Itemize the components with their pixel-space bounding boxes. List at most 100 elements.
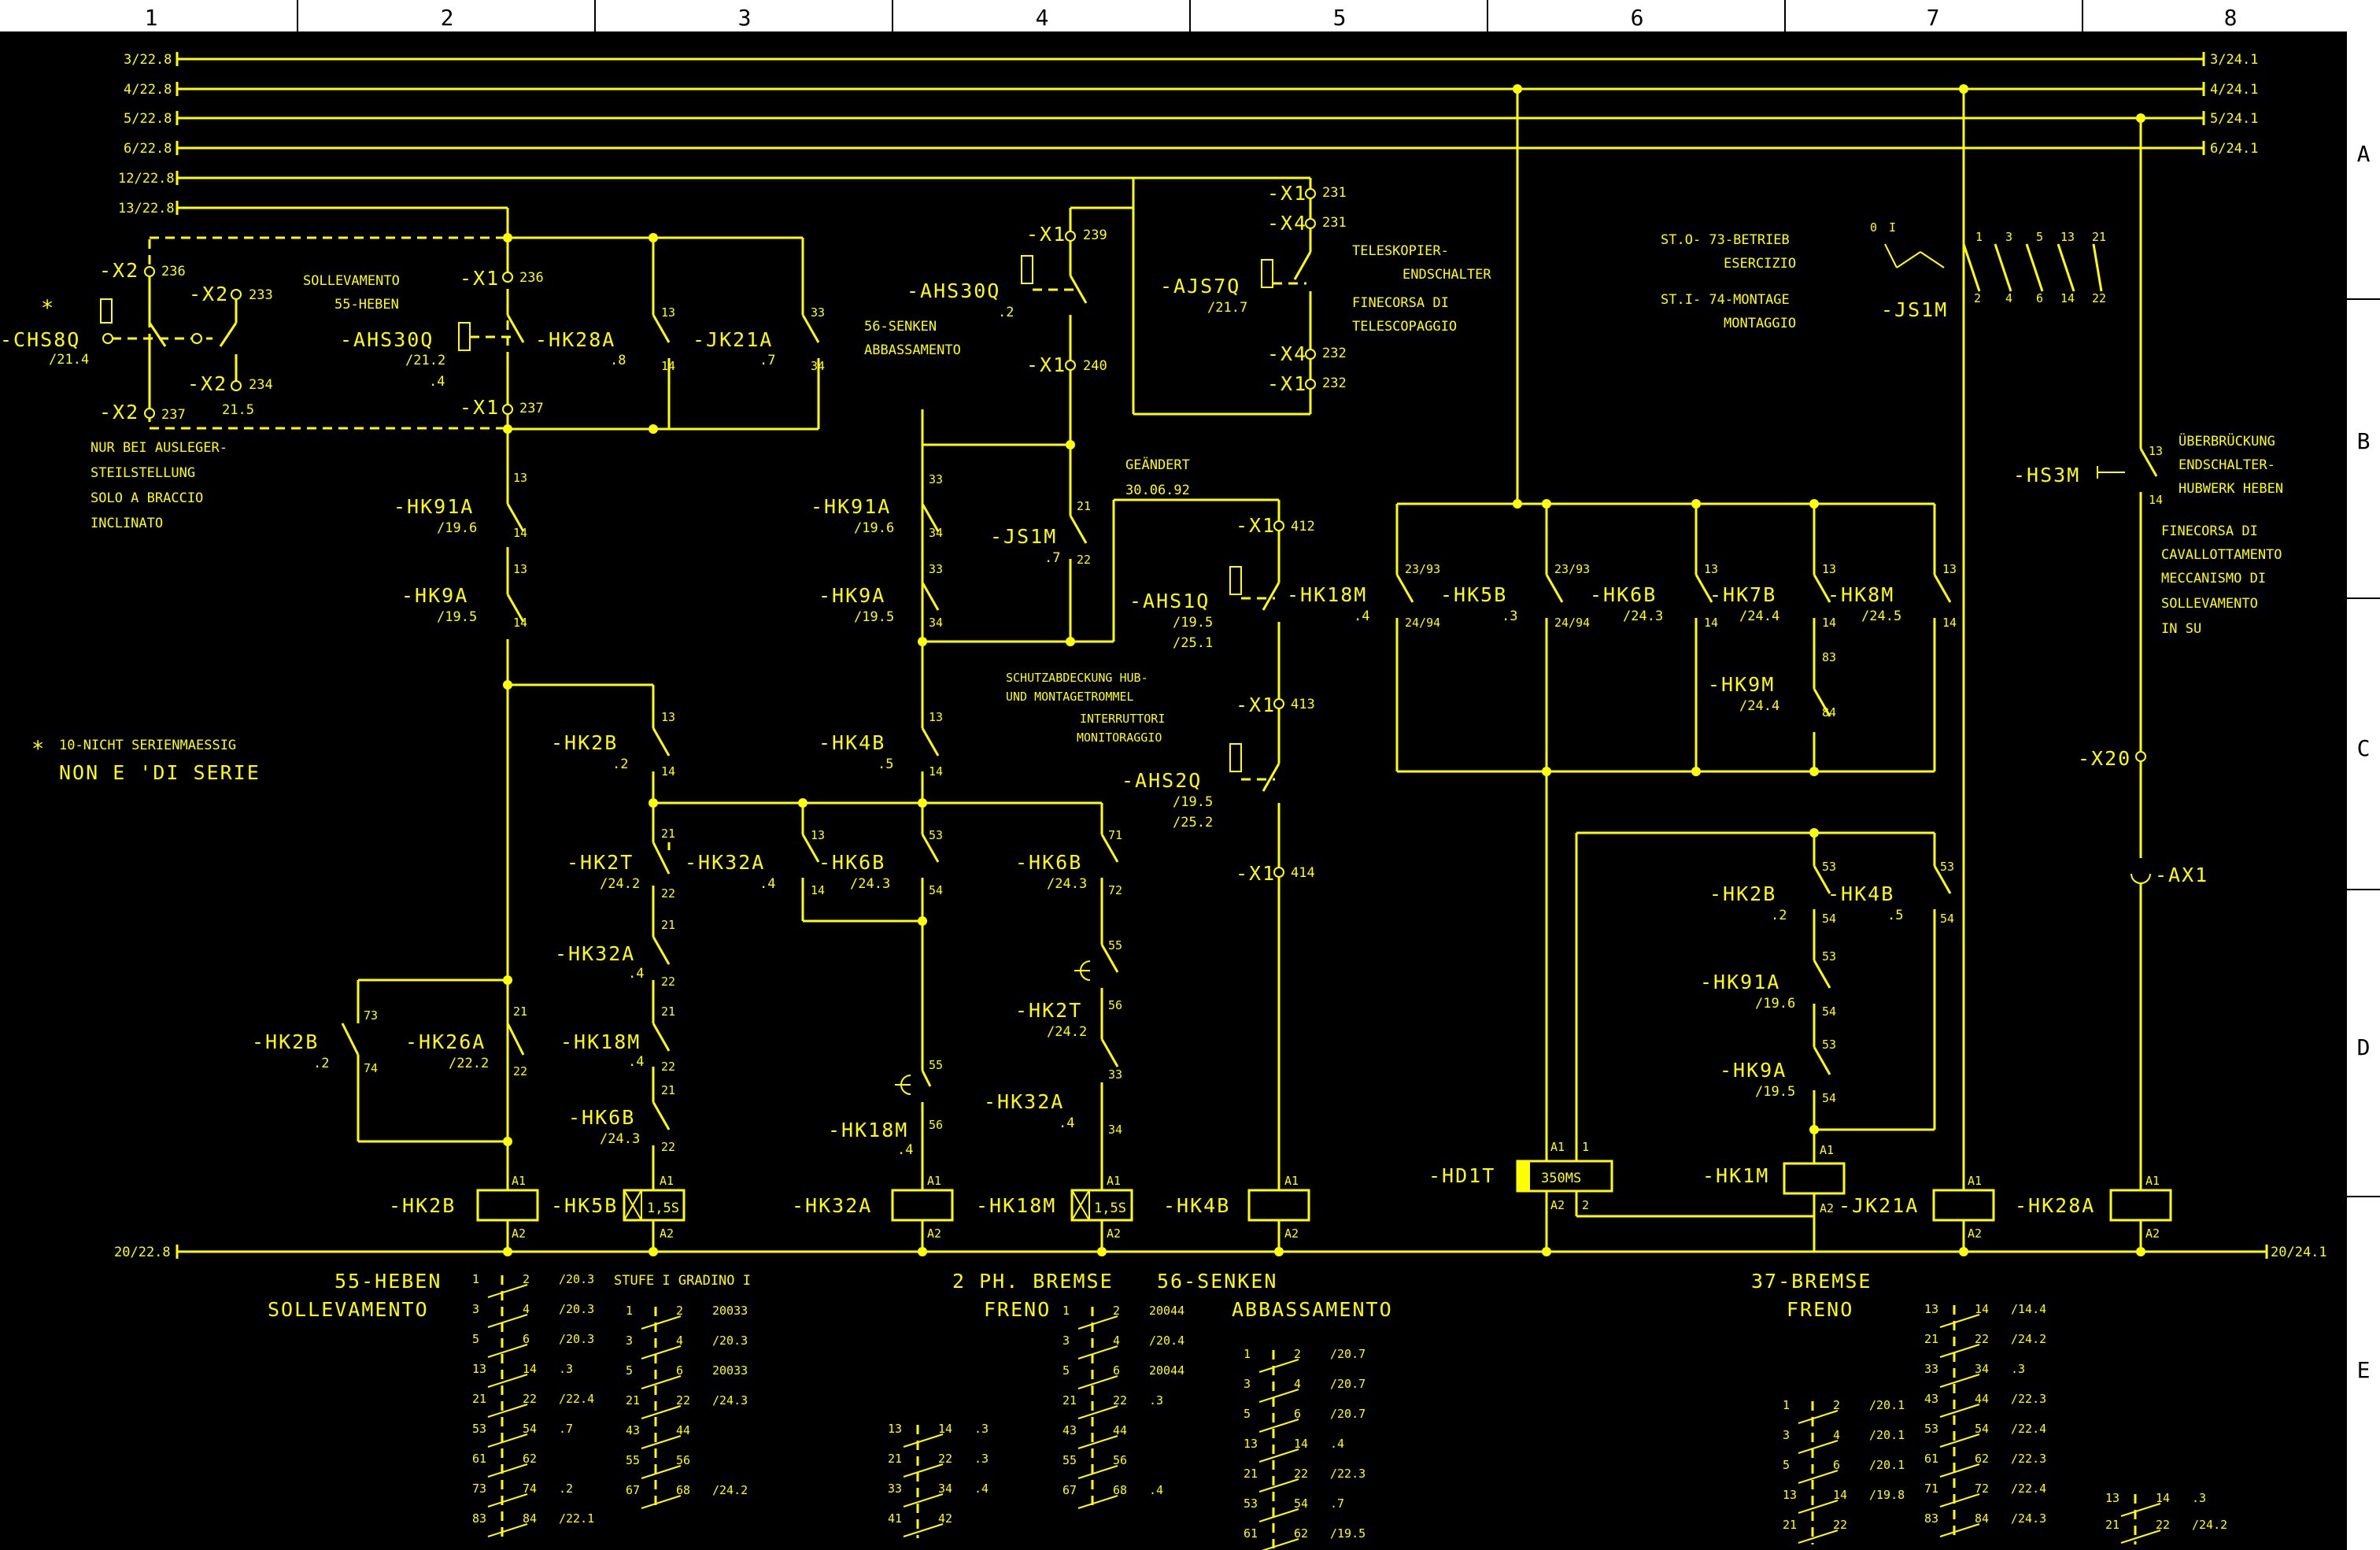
xref-reference: .3 — [2011, 1362, 2025, 1376]
contact-symbol — [1258, 1419, 1299, 1433]
svg-text:236: 236 — [519, 270, 544, 286]
note-line: FINECORSA DI — [2161, 523, 2258, 539]
svg-text:24/94: 24/94 — [1554, 616, 1590, 630]
component-label: -HK91A — [1700, 971, 1780, 993]
chs8q-block — [100, 236, 509, 430]
xref-terminal: 22 — [2156, 1518, 2170, 1532]
svg-text:A1: A1 — [1968, 1174, 1982, 1188]
svg-text:I: I — [1889, 220, 1896, 235]
contact-symbol — [641, 1465, 682, 1479]
xref-terminal: 22 — [1113, 1393, 1127, 1408]
column-number: 8 — [2224, 5, 2238, 31]
xref-terminal: 3 — [1783, 1428, 1790, 1442]
xref-terminal: 62 — [523, 1452, 537, 1466]
xref-terminal: 1 — [626, 1304, 633, 1318]
note-line: INCLINATO — [91, 516, 163, 531]
xref-terminal: 43 — [1924, 1392, 1938, 1406]
component-ref: /21.7 — [1207, 300, 1247, 316]
svg-text:24/94: 24/94 — [1405, 616, 1440, 630]
xref-reference: /22.1 — [559, 1511, 594, 1526]
xref-terminal: 33 — [1924, 1362, 1938, 1376]
column-number: 6 — [1631, 5, 1644, 31]
component-ref: /21.2 — [405, 353, 445, 368]
svg-text:14: 14 — [1822, 616, 1836, 630]
note-line: SOLLEVAMENTO — [303, 273, 400, 289]
caption-line: STUFE I GRADINO I — [614, 1273, 751, 1289]
xref-terminal: 13 — [1924, 1302, 1938, 1316]
xref-reference: /24.2 — [2192, 1518, 2227, 1532]
svg-text:21: 21 — [2092, 230, 2106, 244]
svg-text:22: 22 — [661, 1060, 675, 1074]
col8-chain — [2097, 113, 2158, 1189]
caption-line: ABBASSAMENTO — [1232, 1298, 1393, 1321]
xref-terminal: 4 — [523, 1302, 530, 1316]
terminal-label: -X2 — [99, 401, 139, 424]
svg-text:2: 2 — [1974, 291, 1981, 305]
rail-label: 12/22.8 — [118, 171, 175, 187]
component-label: -HK18M — [1287, 583, 1367, 606]
component-label: -HK26A — [405, 1030, 486, 1053]
contact-symbol — [641, 1435, 682, 1449]
terminal-label: -X1 — [1026, 223, 1066, 246]
svg-text:3: 3 — [2005, 230, 2012, 244]
component-ref: .7 — [1044, 550, 1060, 566]
rail-label: 20/24.1 — [2271, 1245, 2327, 1260]
svg-text:22: 22 — [1077, 553, 1091, 567]
column-number: 2 — [441, 5, 454, 31]
xref-reference: /20.1 — [1869, 1428, 1905, 1442]
note-line: 56-SENKEN — [864, 319, 937, 335]
terminal-label: -X1 — [1236, 694, 1276, 716]
xref-terminal: 14 — [1294, 1437, 1308, 1451]
component-label: -HK6B — [819, 851, 885, 874]
terminal-label: -X1 — [1236, 862, 1276, 885]
component-label: -AHS1Q — [1129, 590, 1210, 612]
svg-text:55: 55 — [929, 1058, 943, 1072]
note-line: SCHUTZABDECKUNG HUB- — [1006, 671, 1148, 685]
contact-symbol — [641, 1405, 682, 1419]
note-line: 10-NICHT SERIENMAESSIG — [59, 738, 236, 753]
xref-terminal: 21 — [1783, 1518, 1797, 1532]
component-label: -AHS30Q — [340, 328, 434, 351]
contact-symbol — [487, 1314, 528, 1328]
xref-terminal: 54 — [1975, 1422, 1989, 1436]
contact-symbol — [1939, 1314, 1980, 1328]
svg-text:233: 233 — [249, 287, 273, 303]
svg-text:413: 413 — [1291, 697, 1315, 712]
svg-text:22: 22 — [661, 1140, 675, 1154]
svg-text:14: 14 — [811, 883, 825, 897]
xref-terminal: 71 — [1924, 1482, 1938, 1496]
svg-text:53: 53 — [1822, 1038, 1836, 1052]
row-letter: D — [2357, 1034, 2371, 1060]
xref-reference: /20.3 — [559, 1332, 594, 1346]
xref-reference: /14.4 — [2011, 1302, 2046, 1316]
component-label: -AX1 — [2155, 864, 2208, 886]
svg-text:236: 236 — [161, 264, 186, 279]
note-line: SOLO A BRACCIO — [91, 490, 203, 506]
svg-text:1: 1 — [1975, 230, 1983, 244]
xref-terminal: 6 — [676, 1363, 683, 1378]
svg-text:33: 33 — [811, 305, 825, 320]
component-ref: /24.2 — [600, 876, 640, 892]
xref-terminal: 73 — [472, 1482, 486, 1496]
svg-text:22: 22 — [661, 886, 675, 901]
contact-symbol — [1939, 1344, 1980, 1358]
xref-terminal: 56 — [676, 1453, 690, 1467]
terminal-label: -X1 — [1267, 372, 1307, 395]
svg-text:54: 54 — [929, 883, 943, 897]
svg-text:33: 33 — [929, 472, 943, 486]
svg-text:231: 231 — [1322, 185, 1347, 201]
component-label: -JS1M — [1881, 298, 1948, 321]
svg-text:14: 14 — [2060, 291, 2075, 305]
component-label: -HK6B — [1015, 851, 1082, 874]
svg-text:22: 22 — [2092, 291, 2106, 305]
svg-text:34: 34 — [1108, 1123, 1122, 1137]
rail-label: 4/24.1 — [2210, 82, 2258, 98]
note-star: * — [31, 737, 46, 761]
xref-terminal: 21 — [1244, 1467, 1258, 1481]
xref-terminal: 74 — [523, 1482, 537, 1496]
component-label: -HK5B — [1440, 583, 1507, 606]
row-letter: C — [2357, 735, 2371, 761]
svg-text:54: 54 — [1940, 912, 1954, 926]
svg-text:14: 14 — [1704, 616, 1718, 630]
